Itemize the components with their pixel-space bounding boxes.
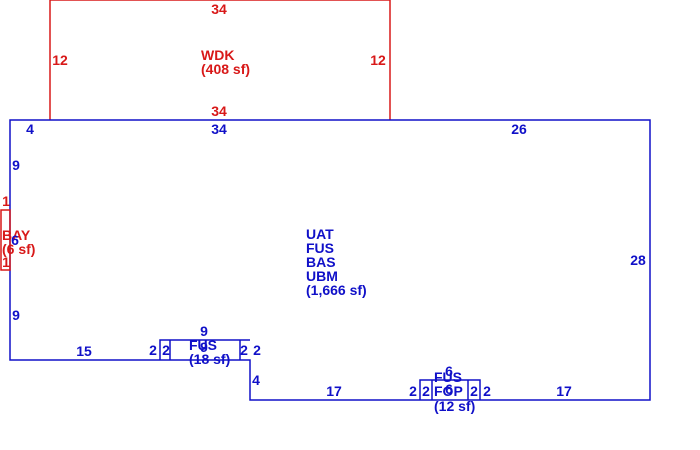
wdk-area-label: (408 sf): [201, 61, 250, 77]
fus-small-outline: [159, 339, 250, 360]
fop-code-1: FUS: [434, 369, 462, 385]
fop-dim-left-in: 2: [422, 383, 430, 399]
main-code-2: FUS: [306, 240, 334, 256]
fus-small-dim-left-out: 2: [149, 342, 157, 358]
wdk-name-label: WDK: [201, 47, 234, 63]
fop-dim-top: 6: [445, 363, 453, 379]
main-code-4: UBM: [306, 268, 338, 284]
bay-outline: [0, 209, 11, 271]
fus-small-name-label: FUS: [189, 337, 217, 353]
fop-dim-center: 6: [445, 381, 453, 397]
main-outline: [9, 119, 651, 401]
main-dim-bottom-right: 17: [556, 383, 572, 399]
bay-dim-bottom: 1: [2, 254, 10, 270]
fop-dim-right-in: 2: [470, 383, 478, 399]
wdk-outline: [49, 0, 391, 120]
main-code-1: UAT: [306, 226, 334, 242]
fus-small-dim-right-out: 2: [253, 342, 261, 358]
wdk-area: 34 12 12 34 WDK (408 sf): [49, 0, 391, 120]
main-area-label: (1,666 sf): [306, 282, 367, 298]
main-dim-left-lower: 9: [12, 307, 20, 323]
fop-area: 6 2 2 2 2 6 FUS FOP (12 sf): [409, 363, 491, 414]
fop-outline: [419, 379, 481, 400]
wdk-dim-right: 12: [370, 52, 386, 68]
fus-small-area: 9 2 2 2 2 9 FUS (18 sf): [149, 323, 261, 367]
main-dim-right: 28: [630, 252, 646, 268]
main-code-3: BAS: [306, 254, 336, 270]
fop-code-2: FOP: [434, 383, 463, 399]
fus-small-dim-left-in: 2: [162, 342, 170, 358]
main-dim-left-upper: 9: [12, 157, 20, 173]
main-dim-step: 4: [252, 372, 260, 388]
fop-dim-left-out: 2: [409, 383, 417, 399]
main-area: 4 34 26 9 9 28 15 4 17 17 UAT FUS BAS UB…: [9, 119, 651, 401]
main-dim-bottom-left: 15: [76, 343, 92, 359]
wdk-dim-top: 34: [211, 1, 227, 17]
fop-dim-right-out: 2: [483, 383, 491, 399]
bay-name-label: BAY: [2, 227, 31, 243]
main-dim-top-mid: 34: [211, 121, 227, 137]
fus-small-dim-right-in: 2: [240, 342, 248, 358]
wdk-dim-bottom: 34: [211, 103, 227, 119]
bay-area: 1 1 BAY (6 sf) 6: [0, 193, 35, 271]
fus-small-dim-center: 9: [200, 339, 208, 355]
bay-dim-mid: 6: [11, 232, 19, 248]
wdk-dim-left: 12: [52, 52, 68, 68]
fop-area-label: (12 sf): [434, 398, 475, 414]
bay-dim-top: 1: [2, 193, 10, 209]
main-dim-bottom-mid: 17: [326, 383, 342, 399]
main-dim-top-right: 26: [511, 121, 527, 137]
bay-area-label: (6 sf): [2, 241, 35, 257]
main-dim-top-left: 4: [26, 121, 34, 137]
fus-small-dim-top: 9: [200, 323, 208, 339]
fus-small-area-label: (18 sf): [189, 351, 230, 367]
